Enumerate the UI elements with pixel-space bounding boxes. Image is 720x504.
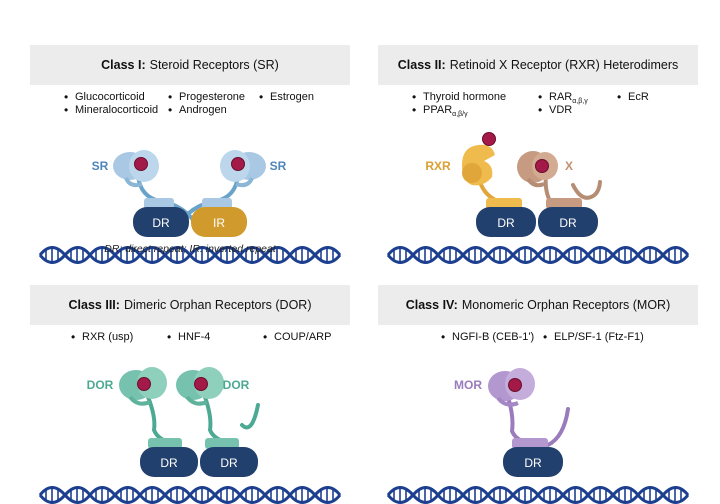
dna-binding-domain xyxy=(512,438,548,449)
ligand xyxy=(231,157,245,171)
panel-class-iii: Class III: Dimeric Orphan Receptors (DOR… xyxy=(30,285,350,504)
receptor-arm xyxy=(571,180,602,200)
ligand xyxy=(137,377,151,391)
dna-helix xyxy=(386,245,690,265)
dr-box xyxy=(538,207,598,237)
dna-binding-domain xyxy=(148,438,182,449)
dr-label: DR xyxy=(152,216,170,230)
receptor-x xyxy=(517,151,558,188)
bullet-item: RXR (usp) xyxy=(71,331,133,344)
receptor-arm xyxy=(146,395,174,445)
receptor-label-x: X xyxy=(565,159,573,173)
dna-binding-domain xyxy=(205,438,239,449)
bullet-item: NGFI-B (CEB-1') xyxy=(441,331,534,344)
receptor-label-left: SR xyxy=(92,159,109,173)
class-title: Dimeric Orphan Receptors (DOR) xyxy=(123,298,312,312)
panel-header: Class III: Dimeric Orphan Receptors (DOR… xyxy=(30,285,350,325)
receptor-arm xyxy=(203,395,232,445)
class-title-bold: Class II: xyxy=(397,58,446,72)
dr-box xyxy=(200,447,258,477)
receptor-arm xyxy=(240,403,260,430)
ligand xyxy=(134,157,148,171)
steroid-receptor-diagram: DR IR SR SR xyxy=(38,150,342,265)
panel-header: Class IV: Monomeric Orphan Receptors (MO… xyxy=(378,285,698,325)
bullet-item: Estrogen xyxy=(259,91,314,104)
receptor-label-mor: MOR xyxy=(454,378,482,392)
free-ligand xyxy=(482,132,496,146)
panel-header: Class I: Steroid Receptors (SR) xyxy=(30,45,350,85)
dr-label: DR xyxy=(497,216,515,230)
receptor-label-right: DOR xyxy=(223,378,250,392)
bullet-item: Thyroid hormone xyxy=(412,91,506,104)
bullet-item: COUP/ARP xyxy=(263,331,332,344)
receptor-rxr xyxy=(462,144,495,186)
panel-class-iv: Class IV: Monomeric Orphan Receptors (MO… xyxy=(378,285,698,504)
class-title: Steroid Receptors (SR) xyxy=(149,58,279,72)
ligand xyxy=(508,378,522,392)
dr-box xyxy=(476,207,536,237)
dna-binding-domain xyxy=(202,198,232,209)
receptor-label-right: SR xyxy=(270,159,287,173)
dr-box xyxy=(140,447,198,477)
dna-binding-domain xyxy=(486,198,522,209)
panel-header: Class II: Retinoid X Receptor (RXR) Hete… xyxy=(378,45,698,85)
rxr-heterodimer-diagram: DR DR RXR X xyxy=(386,132,690,265)
bullet-item: HNF-4 xyxy=(167,331,211,344)
dr-label: DR xyxy=(559,216,577,230)
monomeric-orphan-diagram: DR MOR xyxy=(386,368,690,504)
ir-box xyxy=(191,207,247,237)
receptor-label-left: DOR xyxy=(87,378,114,392)
bullet-item: EcR xyxy=(617,91,649,104)
ligand xyxy=(535,159,549,173)
dna-helix xyxy=(386,485,690,504)
receptor-label-rxr: RXR xyxy=(425,159,451,173)
bullet-item: Androgen xyxy=(168,104,227,117)
bullet-item: VDR xyxy=(538,104,572,117)
panel-class-ii: Class II: Retinoid X Receptor (RXR) Hete… xyxy=(378,45,698,265)
class-title-bold: Class IV: xyxy=(405,298,458,312)
class-title-bold: Class I: xyxy=(101,58,146,72)
panel-class-i: Class I: Steroid Receptors (SR) Glucocor… xyxy=(30,45,350,265)
dna-binding-domain xyxy=(546,198,582,209)
dna-helix xyxy=(38,485,342,504)
bullet-item: PPARα,β/γ xyxy=(412,104,468,121)
receptor-dor-left xyxy=(119,367,167,406)
dimeric-orphan-diagram: DR DR DOR DOR xyxy=(38,367,342,504)
dr-label: DR xyxy=(524,456,542,470)
bullet-item: Mineralocorticoid xyxy=(64,104,158,117)
dr-box xyxy=(503,447,563,477)
dr-box xyxy=(133,207,189,237)
class-title: Monomeric Orphan Receptors (MOR) xyxy=(461,298,671,312)
dna-binding-domain xyxy=(144,198,174,209)
ligand xyxy=(194,377,208,391)
receptor-arm xyxy=(546,407,570,447)
dr-label: DR xyxy=(220,456,238,470)
class-title-bold: Class III: xyxy=(68,298,120,312)
dr-label: DR xyxy=(160,456,178,470)
ir-label: IR xyxy=(213,216,225,230)
bullet-item: Glucocorticoid xyxy=(64,91,145,104)
caption: DR: direct repeat; IR: inverted repeat xyxy=(104,243,276,255)
bullet-item: Progesterone xyxy=(168,91,245,104)
bullet-item: RARα,β,γ xyxy=(538,91,588,108)
bullet-item: ELP/SF-1 (Ftz-F1) xyxy=(543,331,644,344)
class-title: Retinoid X Receptor (RXR) Heterodimers xyxy=(449,58,679,72)
